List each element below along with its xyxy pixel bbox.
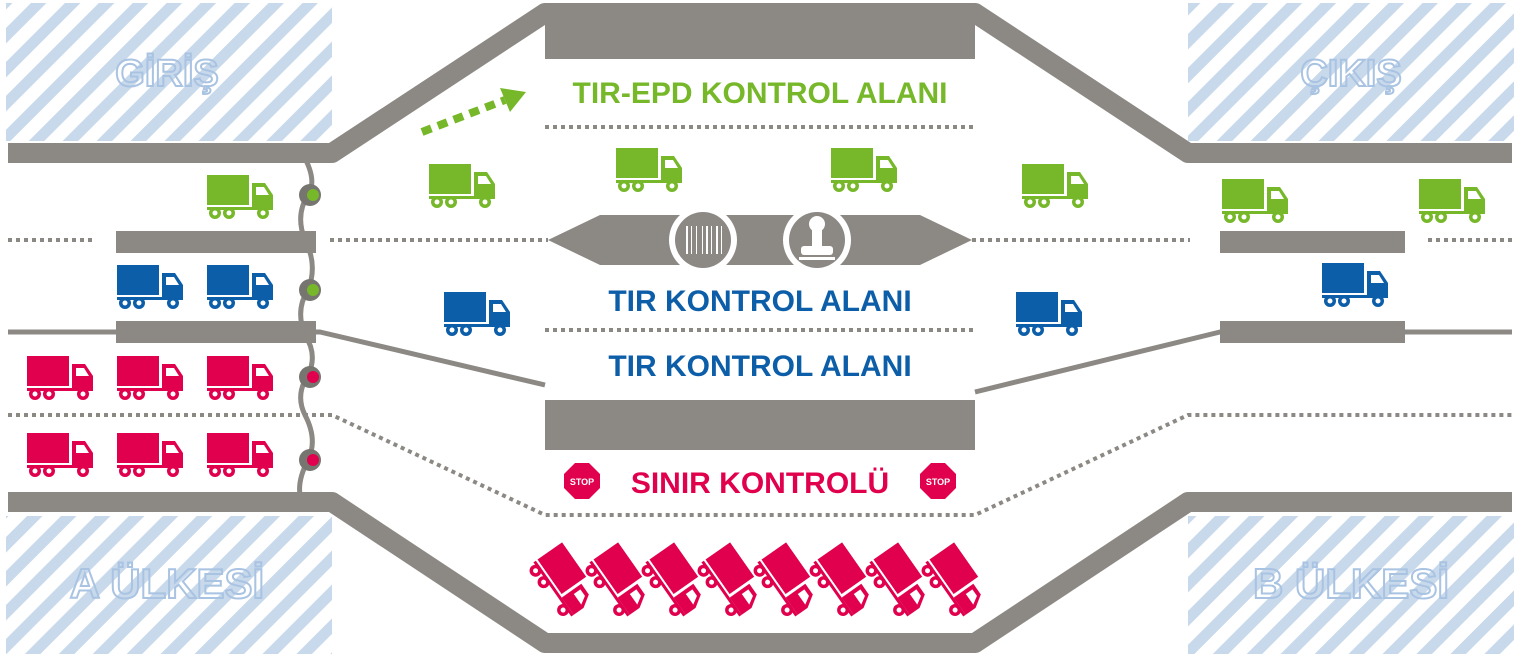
island-right-upper	[1220, 231, 1405, 253]
lane-islands	[116, 13, 1405, 450]
truck-icon	[27, 433, 93, 477]
tir-zone-label-upper: TIR KONTROL ALANI	[608, 285, 911, 318]
stamp-icon	[783, 206, 851, 274]
truck-icon	[529, 542, 589, 617]
truck-icon	[27, 356, 93, 400]
border-control-label: SINIR KONTROLÜ	[631, 467, 889, 500]
truck-icon	[207, 433, 273, 477]
truck-icon	[585, 542, 645, 617]
entry-label: GİRİŞ	[115, 53, 218, 95]
corner-hatch-areas	[6, 3, 1514, 654]
truck-icon	[921, 542, 981, 617]
truck-icon	[1022, 164, 1088, 208]
barcode-icon	[669, 206, 737, 274]
island-left-upper	[116, 231, 316, 253]
truck-icon	[444, 292, 510, 336]
stop-sign-text-right: STOP	[926, 477, 950, 487]
truck-icon	[1322, 263, 1388, 307]
bottom-control-building	[545, 400, 975, 450]
dotted-lane-lines	[8, 125, 1512, 517]
bottom-boundary	[8, 492, 1512, 653]
country-b-label: B ÜLKESİ	[1253, 560, 1449, 607]
middle-divider-left	[8, 329, 546, 388]
truck-icon	[207, 265, 273, 309]
center-divider	[548, 215, 972, 265]
country-a-label: A ÜLKESİ	[70, 560, 264, 607]
traffic-light-icon	[299, 184, 321, 206]
truck-icon	[117, 356, 183, 400]
traffic-light-icon	[299, 449, 321, 471]
country-b-hatch-area	[1188, 516, 1514, 654]
tir-zone-label-lower: TIR KONTROL ALANI	[608, 350, 911, 383]
trucks	[27, 148, 1485, 617]
truck-icon	[809, 542, 869, 617]
truck-icon	[1419, 179, 1485, 223]
truck-icon	[641, 542, 701, 617]
truck-icon	[117, 433, 183, 477]
country-a-hatch-area	[6, 516, 332, 654]
truck-icon	[616, 148, 682, 192]
entry-hatch-area	[6, 3, 332, 141]
truck-icon	[207, 175, 273, 219]
traffic-light-gates	[297, 151, 315, 503]
truck-icon	[1016, 292, 1082, 336]
truck-icon	[865, 542, 925, 617]
truck-icon	[207, 356, 273, 400]
truck-icon	[429, 164, 495, 208]
truck-icon	[753, 542, 813, 617]
stop-sign-icon-right: STOP	[920, 463, 956, 499]
truck-icon	[697, 542, 757, 617]
stop-sign-icon-left: STOP	[564, 463, 600, 499]
traffic-lights	[299, 184, 321, 471]
top-control-building	[545, 13, 975, 59]
tir-epd-zone-label: TIR-EPD KONTROL ALANI	[573, 77, 948, 110]
traffic-light-icon	[299, 279, 321, 301]
truck-icon	[117, 265, 183, 309]
exit-hatch-area	[1188, 3, 1514, 141]
traffic-light-icon	[299, 366, 321, 388]
island-right-lower	[1220, 321, 1405, 343]
dashed-arrow-icon	[420, 88, 526, 136]
exit-label: ÇIKIŞ	[1300, 53, 1401, 95]
island-left-lower	[116, 321, 316, 343]
truck-icon	[1222, 179, 1288, 223]
truck-icon	[831, 148, 897, 192]
stop-sign-text-left: STOP	[570, 477, 594, 487]
